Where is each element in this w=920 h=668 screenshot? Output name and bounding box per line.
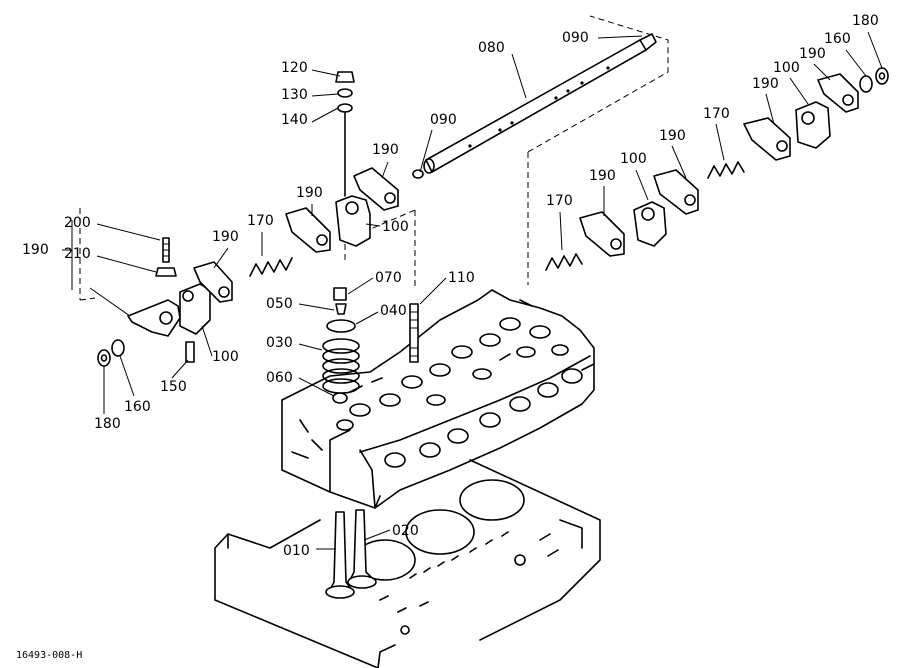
callout-170c: 170 (546, 193, 573, 209)
callout-170b: 170 (703, 106, 730, 122)
callout-090b: 090 (430, 112, 457, 128)
callout-010: 010 (283, 543, 310, 559)
callout-100b: 100 (212, 349, 239, 365)
dashed-frame-right (527, 15, 669, 285)
callout-120: 120 (281, 60, 308, 76)
callout-130: 130 (281, 87, 308, 103)
callout-040: 040 (380, 303, 407, 319)
drawing-number: 16493-008-H (16, 650, 82, 661)
callout-020: 020 (392, 523, 419, 539)
rocker-shaft (412, 33, 657, 179)
callout-190c: 190 (212, 229, 239, 245)
cylinder-block (214, 459, 601, 668)
callout-100c: 100 (620, 151, 647, 167)
callout-190e: 190 (659, 128, 686, 144)
part-callouts: 080 090 090 120 130 140 190 190 190 170 100 200 210 1… (22, 13, 879, 559)
callout-030: 030 (266, 335, 293, 351)
right-rocker-assembly (545, 67, 889, 271)
callout-190a: 190 (372, 142, 399, 158)
callout-110: 110 (448, 270, 475, 286)
callout-190b: 190 (296, 185, 323, 201)
cylinder-head (281, 289, 595, 509)
callout-190f: 190 (589, 168, 616, 184)
callout-160a: 160 (124, 399, 151, 415)
callout-200: 200 (64, 215, 91, 231)
callout-160b: 160 (824, 31, 851, 47)
callout-150: 150 (160, 379, 187, 395)
callout-050: 050 (266, 296, 293, 312)
callout-190g: 190 (752, 76, 779, 92)
callout-170a: 170 (247, 213, 274, 229)
callout-070: 070 (375, 270, 402, 286)
callout-140: 140 (281, 112, 308, 128)
callout-190d: 190 (22, 242, 49, 258)
callout-180b: 180 (852, 13, 879, 29)
callout-100a: 100 (382, 219, 409, 235)
callout-190h: 190 (799, 46, 826, 62)
callout-100d: 100 (773, 60, 800, 76)
valve-spring-assembly (322, 287, 419, 599)
callout-180a: 180 (94, 416, 121, 432)
leader-lines (62, 31, 883, 550)
callout-060: 060 (266, 370, 293, 386)
left-rocker-assembly (97, 71, 399, 367)
dashed-frame-left (79, 208, 96, 301)
callout-210: 210 (64, 246, 91, 262)
callout-080: 080 (478, 40, 505, 56)
callout-090a: 090 (562, 30, 589, 46)
